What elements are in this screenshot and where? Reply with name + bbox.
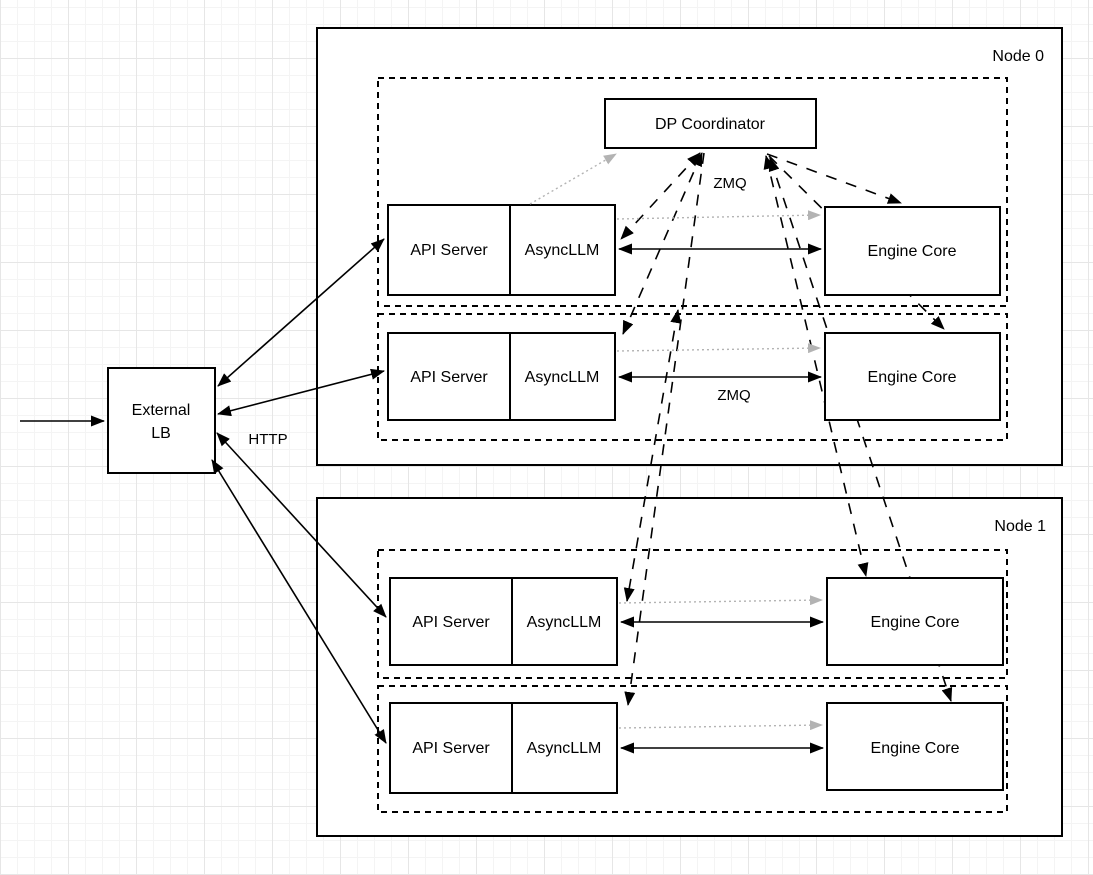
asyncllm-label-3: AsyncLLM <box>527 614 602 631</box>
node0-label: Node 0 <box>992 48 1044 65</box>
api-server-label-1: API Server <box>410 242 488 259</box>
external-lb-label-line1: External <box>132 402 191 419</box>
edge-asyncllm-engine-core-2-dotted <box>616 343 821 354</box>
engine-core-box-1 <box>824 206 1001 296</box>
edge-lb-api-server-2 <box>217 368 385 417</box>
engine-core-label-1: Engine Core <box>868 243 957 260</box>
api-server-asyncllm-box-4 <box>389 702 618 794</box>
external-lb-box <box>107 367 216 474</box>
edge-asyncllm-1-dp-dotted <box>529 153 617 205</box>
edge-lb-api-server-1 <box>217 238 385 387</box>
api-server-asyncllm-box-2 <box>387 332 616 421</box>
api-server-asyncllm-box-3 <box>389 577 618 666</box>
edge-asyncllm-engine-core-3-dotted <box>618 595 823 606</box>
http-label: HTTP <box>248 431 287 448</box>
engine-core-label-3: Engine Core <box>871 614 960 631</box>
engine-core-box-3 <box>826 577 1004 666</box>
node1-label: Node 1 <box>994 518 1046 535</box>
zmq-label-coordinator: ZMQ <box>713 175 746 192</box>
api-server-label-2: API Server <box>410 369 488 386</box>
api-server-label-3: API Server <box>412 614 490 631</box>
dp-coordinator-label: DP Coordinator <box>655 116 766 133</box>
edge-asyncllm-engine-core-1-dotted <box>616 210 821 221</box>
asyncllm-label-2: AsyncLLM <box>525 369 600 386</box>
engine-core-label-4: Engine Core <box>871 740 960 757</box>
asyncllm-label-4: AsyncLLM <box>527 740 602 757</box>
zmq-label-row2: ZMQ <box>717 387 750 404</box>
external-lb-label-line2: LB <box>151 425 171 442</box>
dp-coordinator-box <box>604 98 817 149</box>
engine-core-label-2: Engine Core <box>868 369 957 386</box>
edge-dp-asyncllm-3-dashed <box>623 309 682 602</box>
api-server-label-4: API Server <box>412 740 490 757</box>
engine-core-box-2 <box>824 332 1001 421</box>
edge-lb-api-server-4 <box>211 459 387 744</box>
api-server-asyncllm-box-1 <box>387 204 616 296</box>
asyncllm-label-1: AsyncLLM <box>525 242 600 259</box>
engine-core-box-4 <box>826 702 1004 791</box>
edge-asyncllm-engine-core-4-dotted <box>618 720 823 731</box>
